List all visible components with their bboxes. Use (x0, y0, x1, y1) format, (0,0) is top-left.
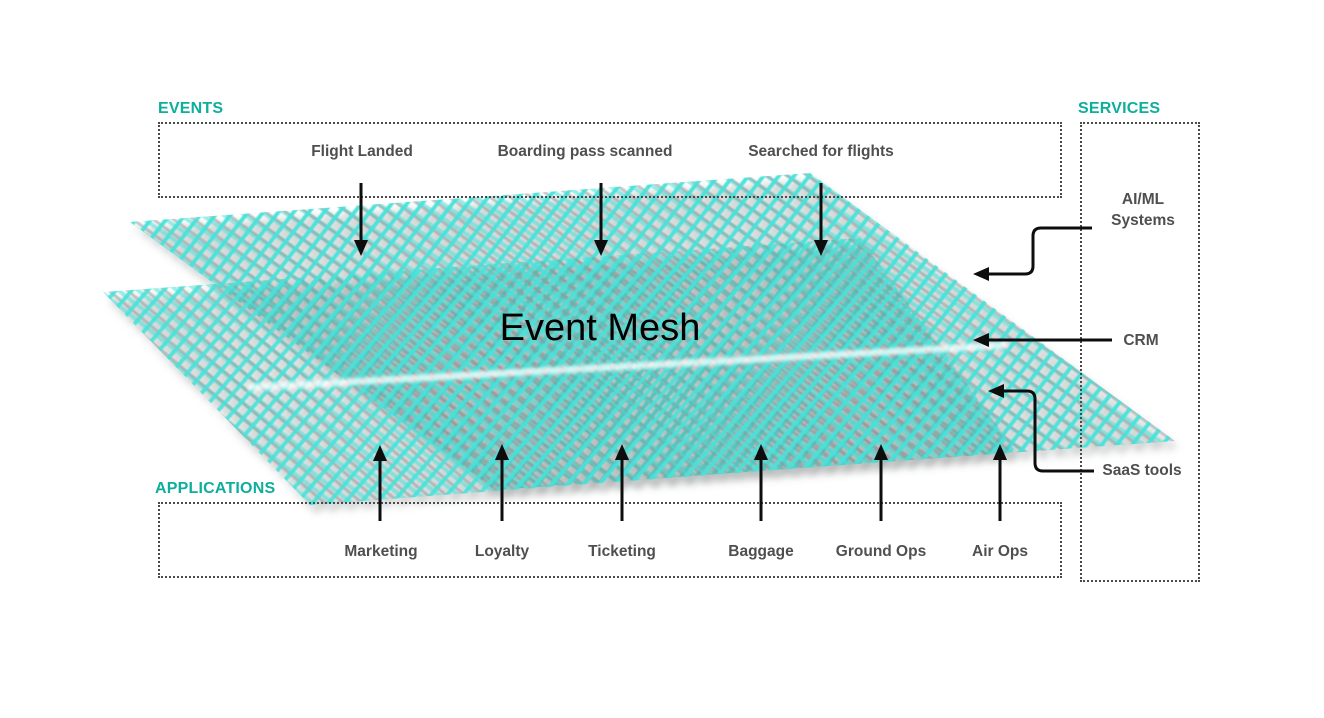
event-label-searched-for-flights: Searched for flights (748, 143, 894, 160)
events-box (158, 122, 1062, 198)
application-label-baggage: Baggage (728, 543, 794, 560)
service-label-saas-tools: SaaS tools (1102, 462, 1182, 479)
service-label-aiml-systems: AI/ML Systems (1111, 191, 1175, 229)
services-group-label: SERVICES (1078, 100, 1161, 117)
arrow-saas-tools (988, 384, 1094, 473)
application-label-loyalty: Loyalty (474, 543, 530, 560)
applications-group-label: APPLICATIONS (155, 480, 276, 497)
application-label-marketing: Marketing (344, 543, 418, 560)
event-label-flight-landed: Flight Landed (311, 143, 413, 160)
application-label-ticketing: Ticketing (588, 543, 656, 560)
applications-box (158, 502, 1062, 578)
event-label-boarding-pass-scanned: Boarding pass scanned (497, 143, 673, 160)
events-group-label: EVENTS (158, 100, 224, 117)
arrow-aiml-systems (973, 226, 1092, 281)
event-mesh-title: Event Mesh (499, 307, 701, 349)
application-label-air-ops: Air Ops (972, 543, 1028, 560)
service-label-crm: CRM (1123, 332, 1159, 349)
services-box (1080, 122, 1200, 582)
application-label-ground-ops: Ground Ops (835, 543, 927, 560)
